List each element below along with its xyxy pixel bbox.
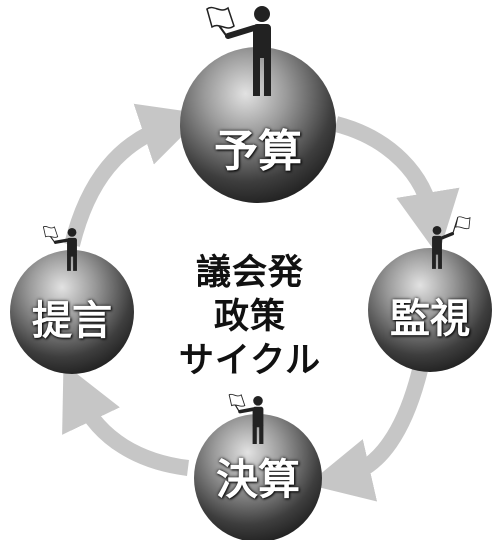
person-with-flag-icon	[228, 393, 264, 444]
arrow-proposal-to-budget	[64, 103, 205, 247]
stage-label-budget: 予算	[214, 126, 302, 177]
person-with-flag-icon	[42, 225, 77, 271]
stage-label-proposal: 提言	[32, 298, 112, 344]
stage-label-settlement: 決算	[215, 455, 300, 504]
sphere-settlement	[194, 414, 322, 540]
sphere-proposal	[10, 250, 134, 374]
person-with-flag-icon	[206, 6, 271, 96]
center-title-line1: 議会発	[195, 253, 304, 293]
center-title-line2: 政策	[213, 297, 286, 337]
stage-label-monitoring: 監視	[390, 296, 470, 342]
arrow-monitoring-to-settlement	[307, 368, 428, 502]
sphere-monitoring	[368, 248, 492, 372]
sphere-budget	[180, 47, 336, 203]
person-with-flag-icon	[432, 216, 471, 269]
arrow-settlement-to-proposal	[62, 363, 190, 476]
arrow-budget-to-monitoring	[333, 116, 460, 256]
center-title-line3: サイクル	[178, 341, 322, 381]
